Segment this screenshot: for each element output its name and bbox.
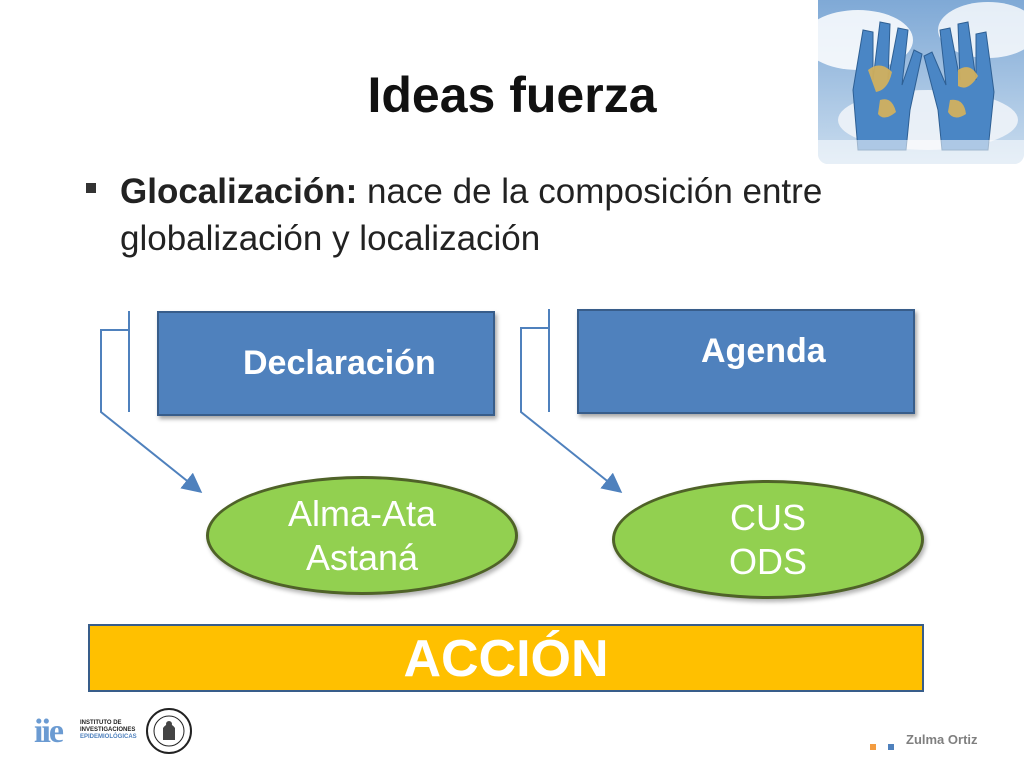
footer-dot [888,744,894,750]
footer-dots [870,737,906,755]
iie-logo: iie [34,713,64,750]
cus-ods-oval: CUS ODS [612,480,924,599]
university-seal-icon [146,708,192,754]
bullet-text: Glocalización: nace de la composición en… [120,168,950,262]
logo-line: INVESTIGACIONES [80,727,136,733]
alma-ata-oval: Alma-Ata Astaná [206,476,518,595]
iie-logo-caption: INSTITUTO DE INVESTIGACIONES EPIDEMIOLÓG… [80,720,137,741]
oval-line: Alma-Ata [287,492,437,534]
agenda-label: Agenda [701,332,826,370]
bullet-term: Glocalización: [120,172,358,211]
oval-line: Astaná [305,536,419,578]
footer-dot [870,744,876,750]
oval-line: ODS [728,540,807,582]
bullet-description: nace de la composición entre globalizaci… [120,172,823,258]
slide-title: Ideas fuerza [367,67,657,123]
declaracion-box: Declaración [157,311,495,416]
bullet-square-icon [86,183,96,193]
logo-line: INSTITUTO DE [80,720,122,726]
oval-line: CUS [729,496,806,538]
footer-author: Zulma Ortiz [906,732,978,747]
accion-bar: ACCIÓN [88,624,924,692]
logo-line: EPIDEMIOLÓGICAS [80,734,137,740]
world-hands-photo [818,0,1024,164]
declaracion-label: Declaración [243,344,436,382]
agenda-box: Agenda [577,309,915,414]
